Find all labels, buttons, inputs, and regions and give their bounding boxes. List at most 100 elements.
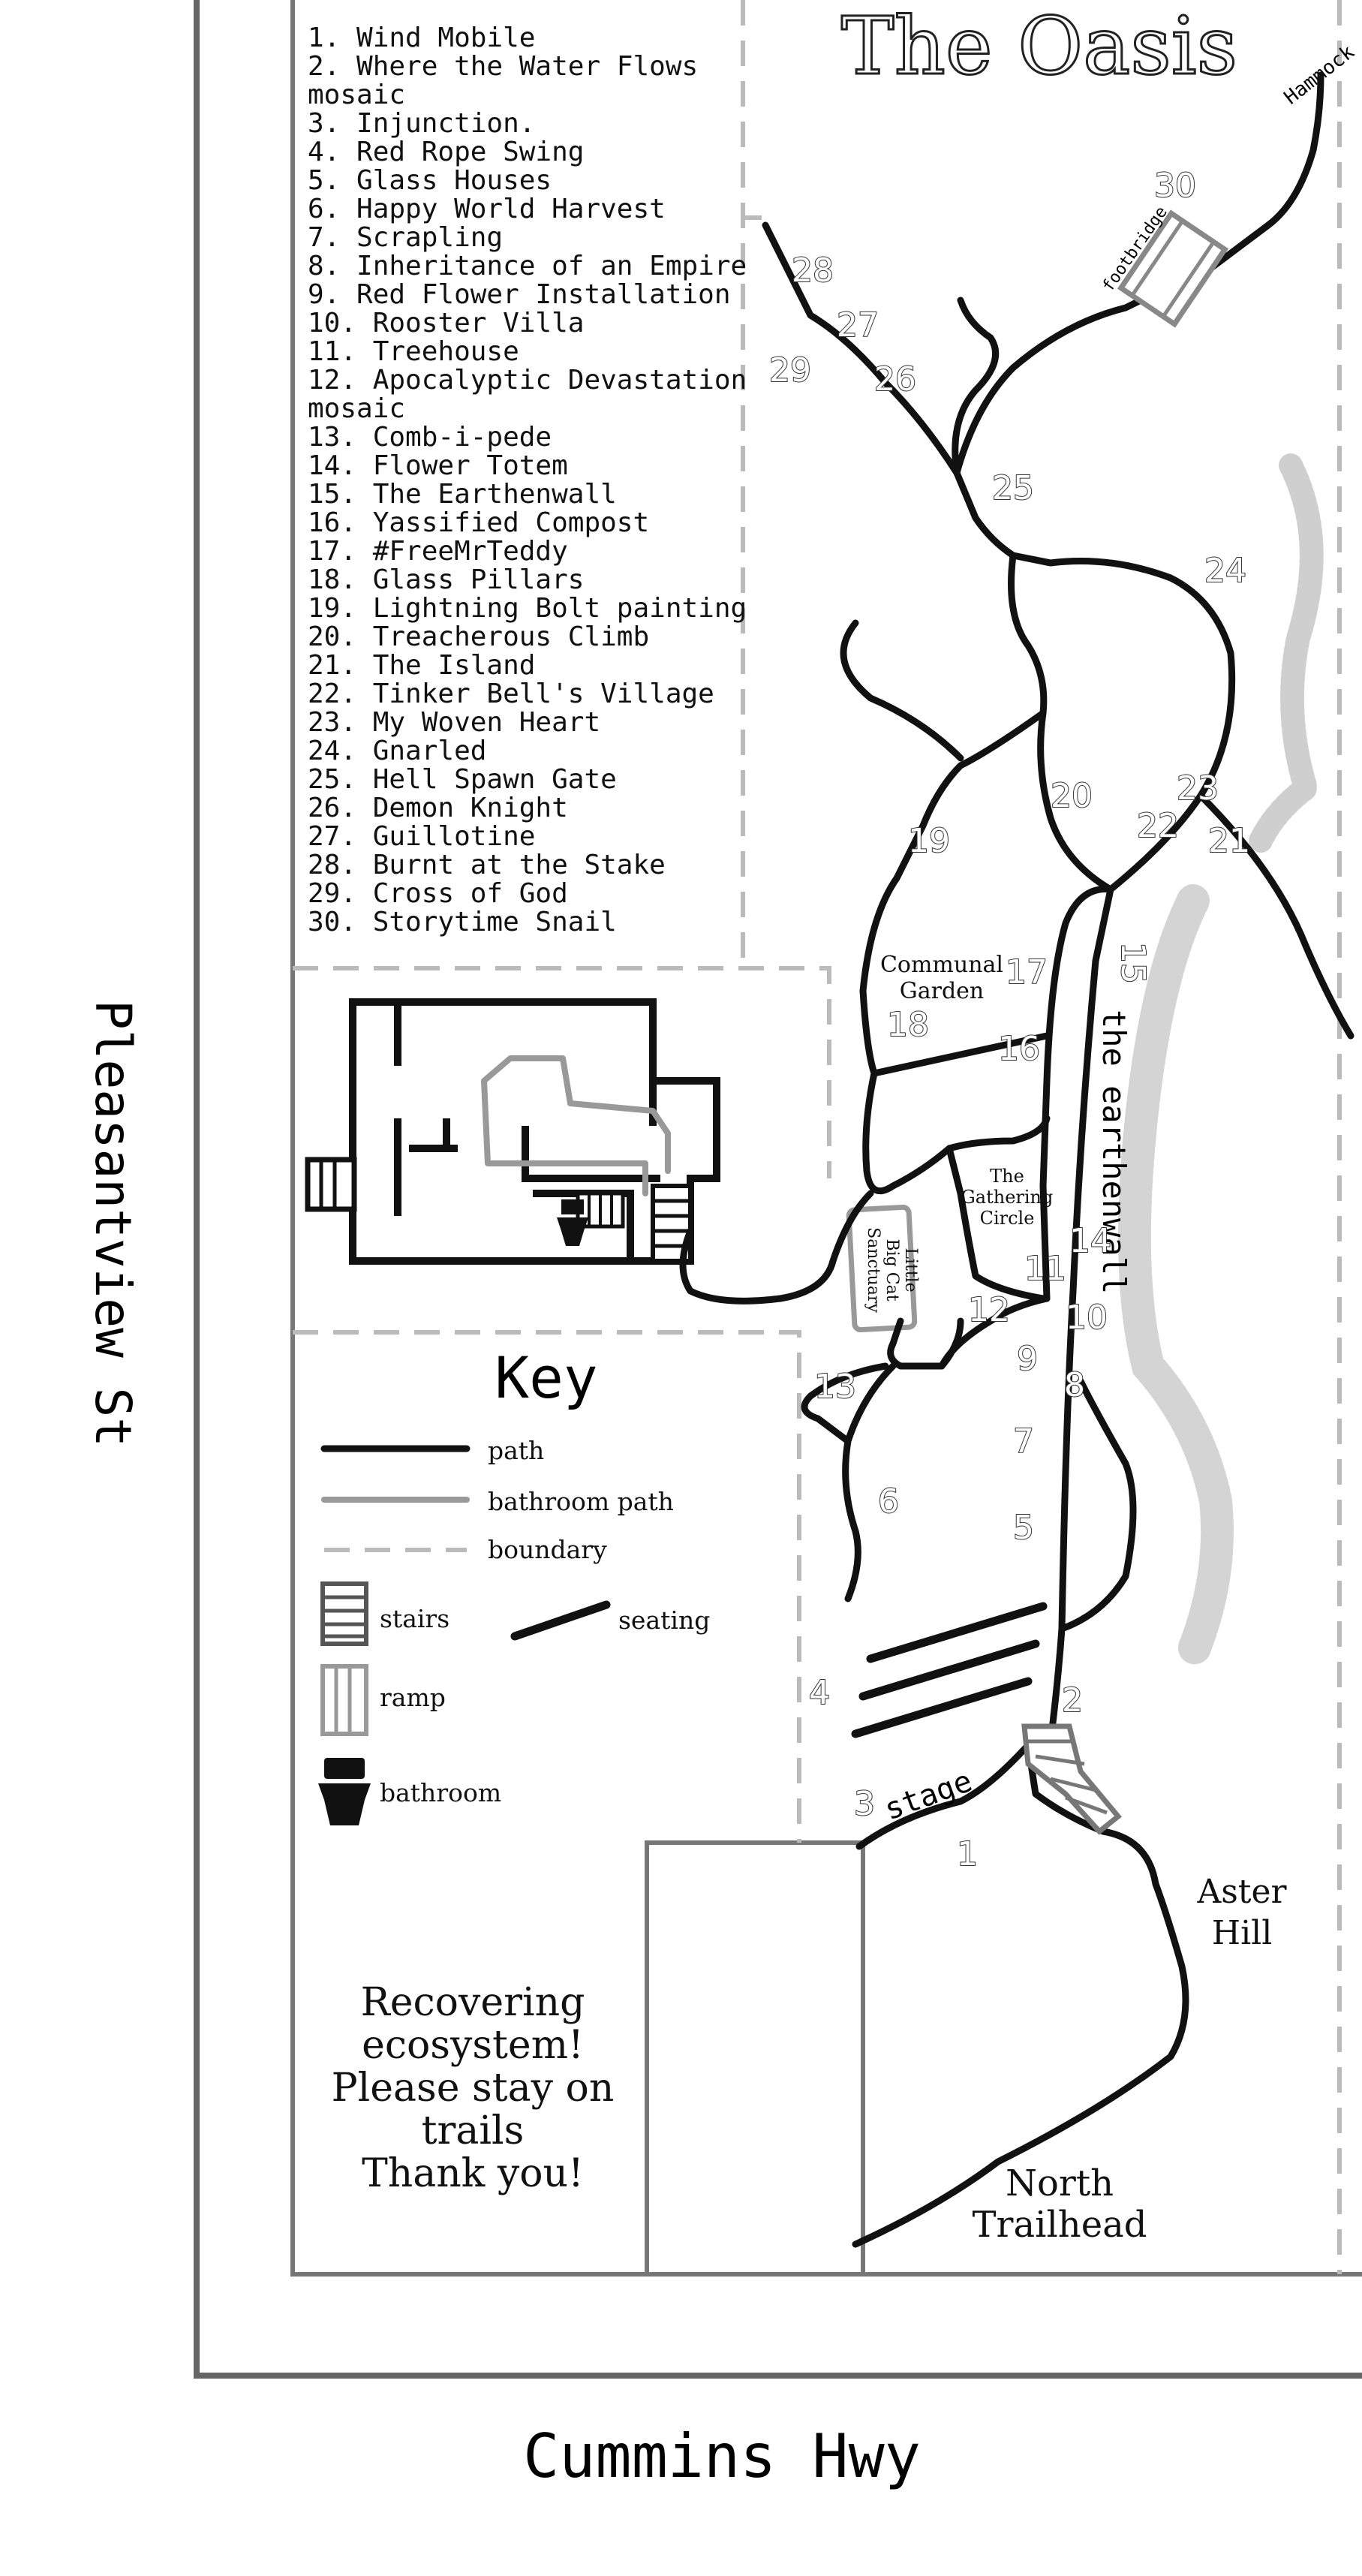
hedge-upper	[1249, 453, 1324, 853]
map-title: The Oasis	[841, 0, 1237, 92]
svg-text:Sanctuary: Sanctuary	[864, 1227, 882, 1313]
list-item: mosaic	[308, 393, 405, 424]
list-item: 22. Tinker Bell's Village	[308, 679, 714, 709]
sanctuary-label: Little Big Cat Sanctuary	[864, 1227, 920, 1313]
svg-text:Please stay on: Please stay on	[332, 2066, 615, 2111]
key-boundary	[293, 1330, 801, 1843]
marker-27: 27	[837, 306, 879, 345]
bathroom-icon	[318, 1758, 371, 1825]
list-item: 7. Scrapling	[308, 222, 503, 253]
street-boundary-line	[194, 0, 1362, 2379]
list-item: 18. Glass Pillars	[308, 564, 584, 595]
list-item: 23. My Woven Heart	[308, 707, 600, 738]
list-item: 6. Happy World Harvest	[308, 194, 666, 224]
stage-label: stage	[880, 1764, 977, 1827]
marker-25: 25	[992, 469, 1034, 507]
marker-14: 14	[1069, 1222, 1111, 1260]
earthenwall-label: the earthenwall	[1096, 1010, 1132, 1294]
key-ramp-label: ramp	[380, 1683, 446, 1712]
marker-22: 22	[1137, 807, 1179, 845]
marker-3: 3	[854, 1785, 875, 1823]
gathering-circle-label: The	[990, 1166, 1024, 1187]
list-item: 3. Injunction.	[308, 108, 535, 139]
seating-icon	[510, 1600, 611, 1641]
marker-16: 16	[998, 1030, 1040, 1068]
list-item: 13. Comb-i-pede	[308, 422, 552, 453]
marker-7: 7	[1013, 1422, 1034, 1461]
marker-15: 15	[1114, 942, 1152, 984]
marker-10: 10	[1066, 1299, 1108, 1337]
list-item: 14. Flower Totem	[308, 450, 568, 481]
key-seating-label: seating	[618, 1605, 710, 1635]
stairs-icon	[320, 1581, 368, 1646]
sanctuary-enclosure	[846, 1204, 918, 1333]
marker-23: 23	[1177, 769, 1219, 808]
key-path-label: path	[488, 1436, 544, 1465]
marker-29: 29	[769, 351, 811, 390]
list-item: 11. Treehouse	[308, 336, 519, 367]
svg-text:Circle: Circle	[980, 1208, 1035, 1229]
list-item: 29. Cross of God	[308, 878, 568, 909]
marker-24: 24	[1204, 552, 1246, 590]
cummins-hwy-label: Cummins Hwy	[523, 2421, 921, 2491]
marker-18: 18	[887, 1006, 929, 1044]
marker-11: 11	[1024, 1250, 1066, 1288]
key-stairs-label: stairs	[380, 1604, 449, 1633]
marker-2: 2	[1062, 1681, 1083, 1720]
communal-garden-label: Communal	[880, 952, 1003, 978]
marker-12: 12	[968, 1291, 1010, 1329]
svg-text:Big Cat: Big Cat	[882, 1238, 901, 1301]
list-item: 10. Rooster Villa	[308, 308, 584, 339]
list-item: 1. Wind Mobile	[308, 23, 535, 53]
list-item: 5. Glass Houses	[308, 165, 552, 196]
marker-1: 1	[957, 1835, 978, 1873]
marker-6: 6	[878, 1482, 899, 1521]
svg-text:trails: trails	[422, 2108, 525, 2153]
svg-text:Garden: Garden	[900, 978, 984, 1004]
svg-text:Gathering: Gathering	[961, 1187, 1054, 1208]
pleasantview-st-label: Pleasantview St	[84, 1000, 142, 1447]
list-item: 8. Inheritance of an Empire	[308, 251, 747, 281]
key-title: Key	[495, 1344, 597, 1411]
ramp-icon	[320, 1664, 368, 1736]
list-item: 26. Demon Knight	[308, 793, 568, 823]
trailhead-lot	[645, 1840, 865, 2274]
list-item: mosaic	[308, 80, 405, 110]
north-trailhead-label: North	[1006, 2162, 1114, 2204]
list-item: 4. Red Rope Swing	[308, 137, 584, 167]
list-item: 24. Gnarled	[308, 736, 486, 766]
house-floorplan	[305, 998, 720, 1265]
notice-text: Recovering ecosystem! Please stay on tra…	[332, 1980, 615, 2196]
list-item: 16. Yassified Compost	[308, 507, 649, 538]
list-item: 21. The Island	[308, 650, 535, 681]
svg-text:Little: Little	[901, 1247, 920, 1292]
hedge-lower	[1118, 884, 1234, 1668]
marker-8: 8	[1064, 1366, 1085, 1404]
marker-4: 4	[809, 1674, 830, 1712]
marker-21: 21	[1208, 822, 1250, 860]
key-bathroom-label: bathroom	[380, 1778, 501, 1807]
marker-9: 9	[1017, 1340, 1038, 1378]
marker-30: 30	[1154, 167, 1196, 205]
list-item: 2. Where the Water Flows	[308, 51, 698, 82]
list-item: 30. Storytime Snail	[308, 907, 617, 937]
list-item: 25. Hell Spawn Gate	[308, 764, 617, 795]
svg-text:ecosystem!: ecosystem!	[362, 2023, 584, 2068]
marker-13: 13	[814, 1368, 856, 1406]
bathroom-icon	[557, 1199, 588, 1246]
marker-5: 5	[1013, 1509, 1034, 1547]
seating-group	[851, 1602, 1048, 1738]
list-item: 15. The Earthenwall	[308, 479, 617, 510]
marker-28: 28	[792, 251, 834, 290]
aster-hill-label: Aster	[1196, 1873, 1287, 1911]
key-bathroom-path-label: bathroom path	[488, 1487, 674, 1516]
map-key: Key path bathroom path boundary stairs s…	[318, 1344, 710, 1825]
stage-ramp	[1021, 1723, 1122, 1835]
park-boundary-line	[290, 0, 1362, 2277]
marker-20: 20	[1051, 777, 1093, 815]
house-boundary-top	[293, 966, 831, 1178]
key-boundary-label: boundary	[488, 1535, 607, 1564]
svg-text:Trailhead: Trailhead	[973, 2204, 1147, 2246]
marker-19: 19	[908, 822, 950, 860]
